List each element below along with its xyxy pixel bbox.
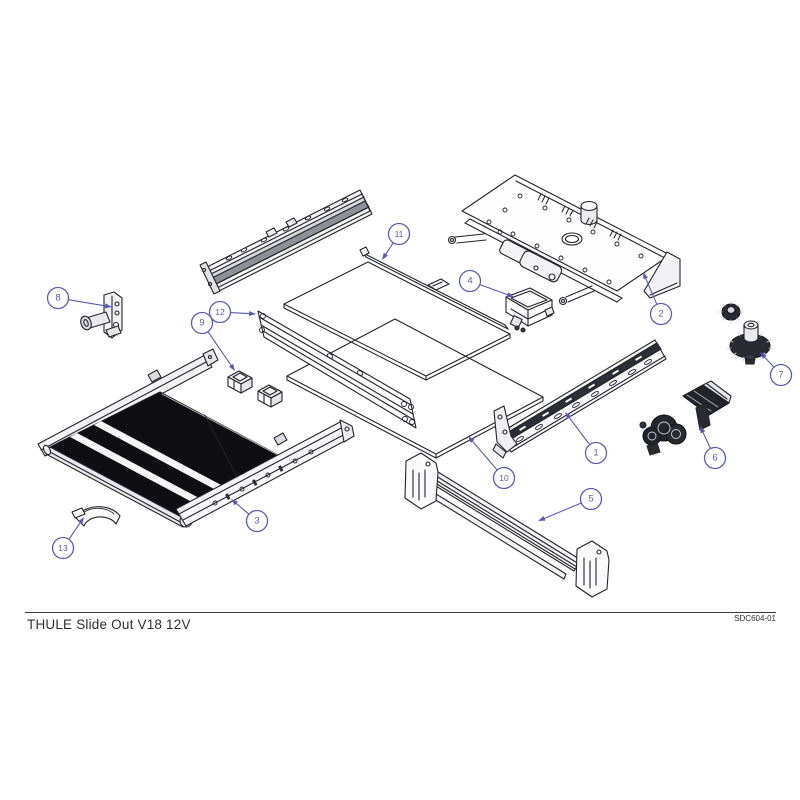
callout-number-10: 10: [499, 473, 509, 483]
callout-12: 12: [210, 302, 256, 323]
callout-number-2: 2: [658, 309, 663, 320]
right-slide-rail: [493, 340, 666, 458]
footer-divider: [25, 612, 776, 613]
front-bumper-bar: [405, 453, 609, 597]
bevel-gear-set: [719, 301, 773, 364]
footer-title: THULE Slide Out V18 12V: [27, 617, 191, 632]
callout-balloon-8: [48, 288, 69, 309]
callout-13: 13: [53, 517, 84, 559]
callout-number-1: 1: [593, 448, 598, 459]
callout-number-4: 4: [467, 276, 472, 287]
callout-number-5: 5: [588, 494, 593, 505]
callout-balloon-13: [53, 538, 74, 559]
callout-balloon-11: [389, 224, 410, 245]
callout-balloon-9: [192, 313, 213, 334]
bumper-end-cap-left: [405, 453, 438, 509]
callout-11: 11: [382, 224, 410, 260]
callout-balloon-12: [210, 302, 231, 323]
callout-7: 7: [760, 352, 792, 386]
drive-motor: [640, 381, 731, 455]
callout-number-11: 11: [395, 229, 404, 239]
clip-2: [258, 385, 282, 407]
callout-number-3: 3: [254, 516, 259, 527]
callout-3: 3: [231, 499, 268, 532]
base-plate-assembly: [449, 175, 681, 305]
callout-2: 2: [643, 272, 672, 325]
callout-number-13: 13: [58, 543, 68, 553]
callout-balloon-3: [247, 511, 268, 532]
callout-balloon-10: [494, 468, 515, 489]
curved-hook: [72, 507, 120, 526]
callout-balloon-1: [586, 443, 607, 464]
callout-balloon-2: [651, 304, 672, 325]
footer-doc-number: SDC604-01: [734, 614, 776, 623]
callout-number-7: 7: [778, 370, 783, 381]
upper-left-slide-rail: [200, 190, 372, 294]
callout-6: 6: [700, 426, 726, 469]
floor-panel-upper: [284, 247, 510, 380]
callout-balloon-6: [705, 448, 726, 469]
control-box: [506, 288, 554, 332]
callout-balloon-5: [581, 489, 602, 510]
rear-cross-member: [258, 311, 416, 428]
bumper-end-cap-right: [576, 541, 609, 597]
slider-clips: [228, 371, 282, 407]
callout-4: 4: [460, 271, 514, 297]
callout-number-9: 9: [199, 318, 204, 329]
callout-8: 8: [48, 288, 112, 309]
callout-5: 5: [538, 489, 602, 521]
clip-1: [228, 371, 252, 393]
callout-number-12: 12: [215, 307, 225, 317]
callout-number-6: 6: [712, 453, 717, 464]
roller-bracket: [79, 292, 122, 338]
callout-10: 10: [468, 436, 515, 489]
callout-1: 1: [565, 412, 607, 464]
callout-balloon-7: [771, 365, 792, 386]
callout-9: 9: [192, 313, 235, 371]
callout-number-8: 8: [55, 293, 60, 304]
slide-out-tray: [38, 349, 354, 527]
callout-balloon-4: [460, 271, 481, 292]
